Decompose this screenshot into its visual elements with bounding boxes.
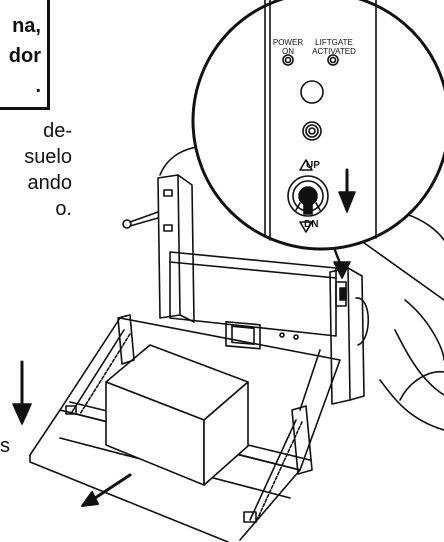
left-arm <box>65 314 135 415</box>
instruction-line-1: de- <box>43 120 72 142</box>
outward-arrow <box>81 473 132 507</box>
left-column <box>122 174 195 323</box>
warning-callout-box: na, dor . <box>0 0 50 110</box>
callout-line-2: dor <box>8 45 41 67</box>
down-arrow <box>12 360 32 425</box>
instruction-line-4: o. <box>55 198 72 220</box>
switch-up-label: UP <box>306 160 320 171</box>
warning-callout-text: na, dor . <box>9 11 41 101</box>
instruction-line-2: suelo <box>24 146 72 168</box>
liftgate-activated-label: LIFTGATE ACTIVATED <box>312 38 356 56</box>
instruction-line-3: ando <box>27 172 73 194</box>
right-arm <box>243 349 321 523</box>
side-text-fragment: s <box>0 435 10 457</box>
power-on-label: POWER ON <box>272 38 304 56</box>
zoom-circle <box>191 0 444 251</box>
instruction-text: de- suelo ando o. <box>0 118 72 222</box>
callout-line-3: . <box>35 75 41 97</box>
cargo-box <box>105 344 249 486</box>
switch-down-label: DN <box>304 219 319 230</box>
callout-line-1: na, <box>12 15 41 37</box>
crossbeam <box>169 251 337 350</box>
